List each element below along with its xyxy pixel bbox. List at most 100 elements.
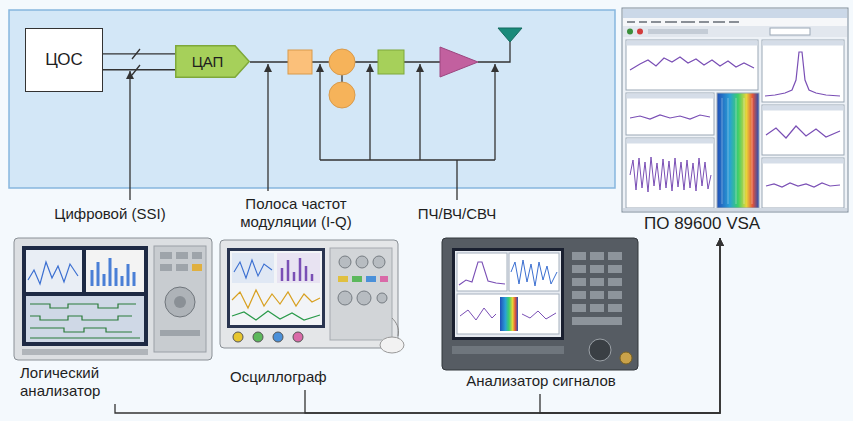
oscilloscope-picture [220, 240, 404, 353]
instrument-node: ПО 89600 VSA [622, 8, 848, 238]
key [590, 291, 604, 299]
logic-analyzer-picture [14, 238, 212, 360]
rf-connector [620, 352, 632, 364]
spectrogram [500, 297, 518, 331]
converter-outline [176, 46, 250, 78]
connector [103, 69, 175, 70]
instrument-screen [22, 246, 148, 346]
screen-pane [455, 251, 561, 337]
trace [460, 308, 496, 320]
instrument-caption: Анализатор сигналов [440, 372, 642, 390]
key [608, 304, 622, 312]
knob-center [174, 296, 186, 308]
pane-title [627, 94, 714, 99]
control-panel [330, 248, 392, 340]
pane-title [763, 41, 844, 46]
signal-analyzer-picture [442, 238, 638, 370]
tool-icon [627, 29, 633, 35]
menu-bar [623, 18, 847, 26]
bus-slash [132, 49, 140, 75]
screen-pane [230, 251, 322, 325]
keypad [572, 252, 622, 325]
probe-bus [320, 160, 495, 200]
measurement-label: ПЧ/ВЧ/СВЧ [407, 205, 507, 223]
status-bar [623, 208, 847, 211]
pane-title [627, 41, 758, 46]
key [572, 304, 586, 312]
key [590, 252, 604, 260]
tool-icon [637, 29, 643, 35]
spectrogram-lines [722, 98, 752, 204]
trace [234, 260, 272, 278]
screen-pane [86, 250, 144, 292]
screen-pane [509, 253, 559, 291]
instrument-caption: Осциллограф [230, 368, 410, 386]
trace [28, 262, 78, 284]
channel-connector [253, 332, 263, 342]
mouse-cable [392, 318, 399, 336]
pane-title [763, 106, 844, 111]
pane-title [763, 159, 844, 164]
button [380, 276, 388, 282]
knob [338, 291, 352, 305]
trace-pane [626, 40, 758, 90]
connector [115, 238, 720, 413]
measurement-label: Цифровой (SSI) [35, 205, 185, 223]
button [192, 252, 202, 259]
channel-connector [273, 332, 283, 342]
key [572, 291, 586, 299]
key [608, 265, 622, 273]
trace-pane [762, 158, 844, 208]
knob [589, 339, 611, 361]
button [176, 252, 188, 259]
instrument-body [14, 238, 212, 360]
key [608, 278, 622, 286]
key [608, 252, 622, 260]
instrument-screen [227, 248, 325, 328]
trace [232, 290, 320, 308]
softkey-strip [452, 346, 564, 354]
connector [305, 238, 720, 413]
instrument-screen [452, 248, 564, 340]
trace [766, 126, 840, 138]
oscillator-symbol [329, 82, 355, 108]
button [192, 264, 202, 271]
spectrogram [717, 93, 759, 208]
knob [373, 256, 385, 268]
pane-title [627, 139, 714, 144]
button [366, 276, 376, 282]
button [352, 276, 362, 282]
bar-trace [282, 258, 312, 281]
key [590, 265, 604, 273]
trace [630, 57, 754, 70]
trace [765, 52, 840, 96]
bottom-strip [22, 349, 148, 355]
knob [339, 256, 351, 268]
trace [766, 183, 840, 187]
instrument-node: Осциллограф [218, 238, 410, 390]
screen-pane [457, 253, 507, 291]
screen-pane [277, 253, 320, 283]
key [572, 278, 586, 286]
measurement-label: Полоса частот модуляции (I-Q) [228, 195, 364, 231]
mouse-picture [380, 337, 404, 353]
digital-trace [30, 304, 140, 338]
screen-pane [26, 296, 144, 342]
filter-block [288, 50, 312, 74]
channel-connector [293, 332, 303, 342]
trace-pane [762, 40, 844, 102]
screen-pane [457, 294, 559, 334]
channel-connector [233, 332, 243, 342]
key [590, 278, 604, 286]
trace-pane [762, 105, 844, 155]
screen-pane [232, 253, 274, 283]
software-screenshot [622, 8, 848, 212]
filter-block [378, 50, 404, 74]
button [160, 330, 200, 336]
knob [356, 256, 368, 268]
key [572, 317, 622, 325]
key [608, 291, 622, 299]
probe-arrow [419, 64, 420, 160]
instrument-node: Анализатор сигналов [440, 236, 642, 394]
